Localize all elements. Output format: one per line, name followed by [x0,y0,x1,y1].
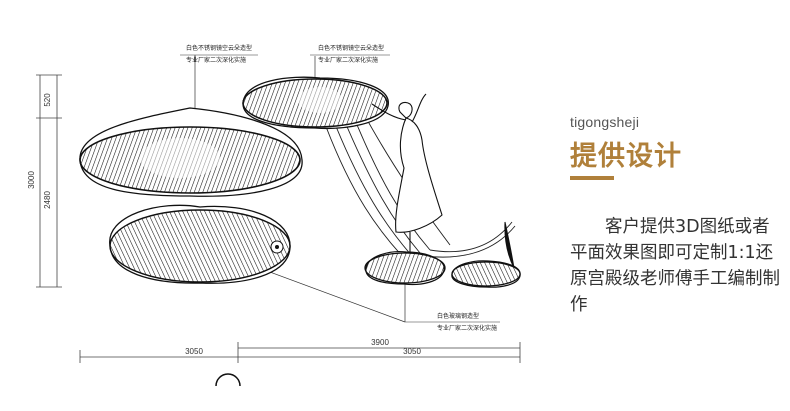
dim-v-total: 3000 [27,171,36,189]
dim-v-top: 520 [43,93,52,107]
figure-silhouette [371,93,443,258]
info-panel: tigongsheji 提供设计 客户提供3D图纸或者平面效果图即可定制1:1还… [560,0,790,411]
dim-h-upper: 3900 [371,338,389,347]
annotation-left-line1: 白色不锈钢镜空云朵造型 [186,44,252,52]
cloud-small-right [451,260,521,288]
panel-title: 提供设计 [570,141,682,172]
connecting-strands [324,115,516,259]
dim-h-right: 3050 [403,347,421,356]
title-accent-bar [570,176,614,180]
brand-label: tigongsheji [570,114,640,130]
partial-arc [215,373,241,387]
horizontal-dimensions [79,342,521,363]
dim-v-lower: 2480 [43,191,52,209]
cloud-small-left [364,251,446,286]
dim-h-left: 3050 [185,347,203,356]
annotation-bottom-line1: 白色玻璃钢造型 [437,312,479,320]
annotation-left-line2: 专业厂家二次深化实施 [186,56,246,64]
cloud-top [242,76,389,130]
cad-drawing: 520 3000 2480 3050 3900 3050 白色不锈钢镜空云朵造型… [27,44,521,387]
cloud-left-upper [79,107,303,197]
cloud-left-lower [109,204,291,284]
vertical-dimensions [36,74,62,288]
annotation-top-line1: 白色不锈钢镜空云朵造型 [318,44,384,52]
annotation-bottom-line2: 专业厂家二次深化实施 [437,324,497,332]
annotation-top-line2: 专业厂家二次深化实施 [318,56,378,64]
panel-description: 客户提供3D图纸或者平面效果图即可定制1:1还原宫殿级老师傅手工编制制作 [570,217,780,315]
